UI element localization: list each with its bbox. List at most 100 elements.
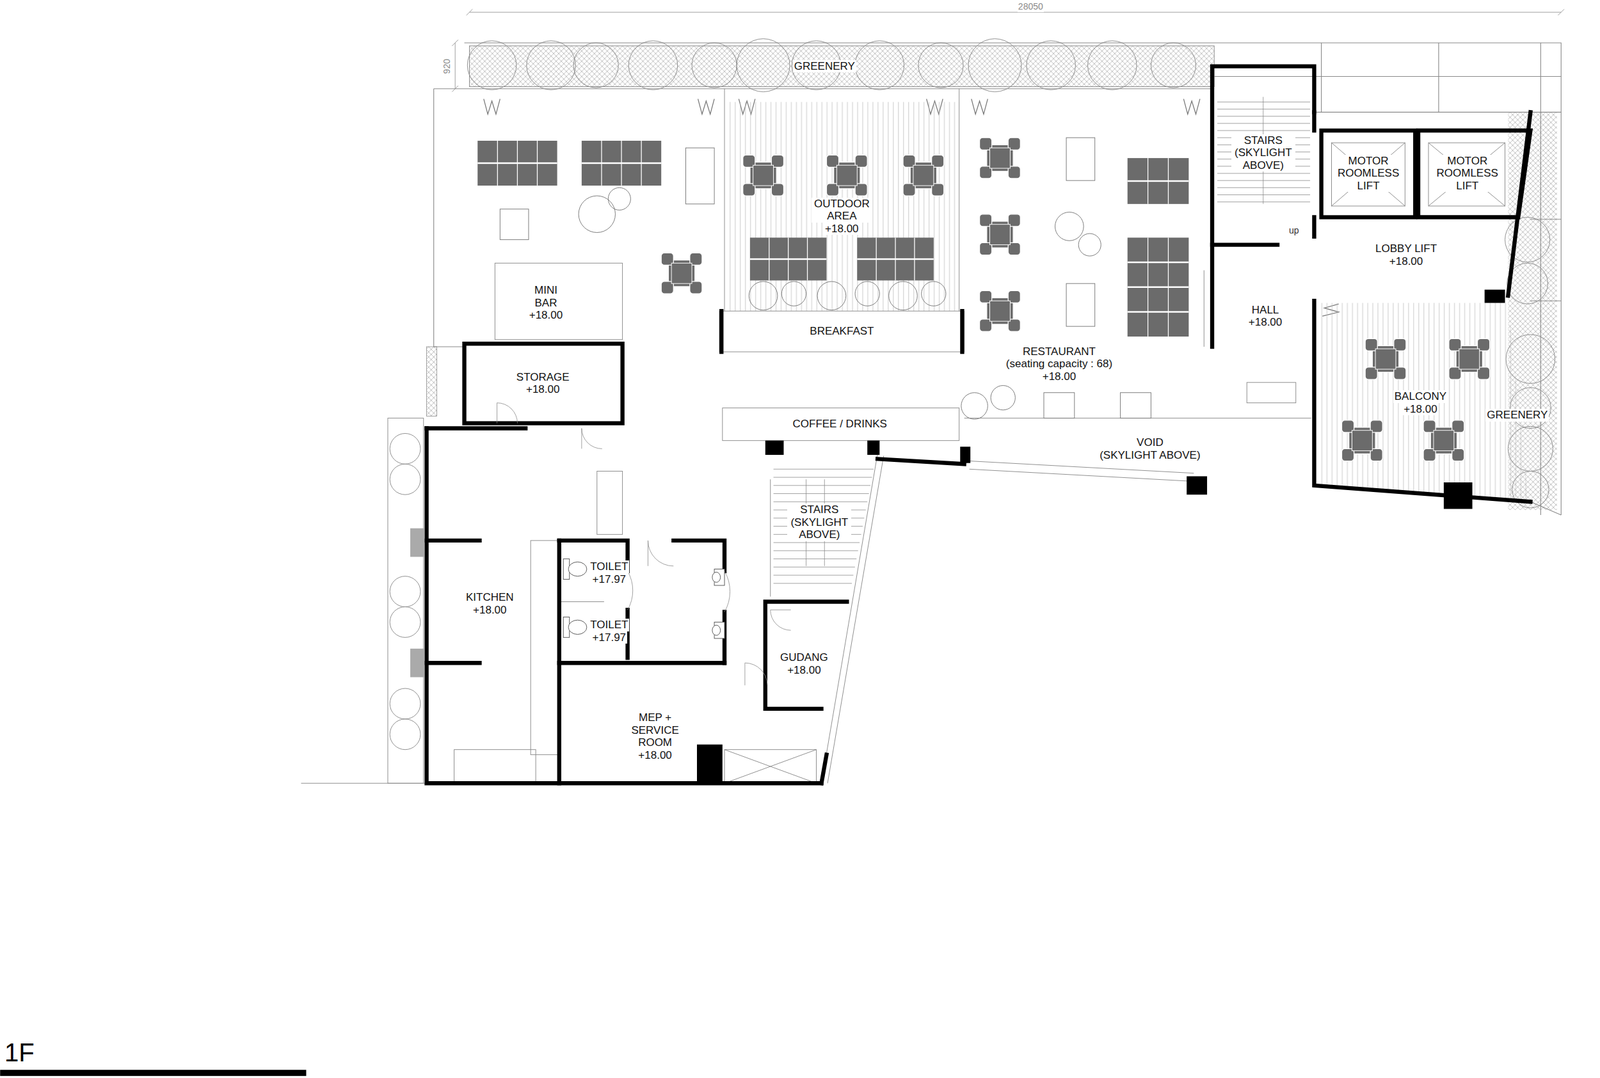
furniture: [743, 154, 784, 196]
room-label: GUDANG+18.00: [778, 651, 830, 677]
furniture: [1127, 237, 1190, 337]
stair-treads: [773, 493, 870, 495]
furniture: [990, 385, 1016, 411]
lift-shafts: [1331, 142, 1406, 207]
thick-walls: [559, 540, 628, 658]
dimension-line: [455, 42, 456, 89]
stair-treads: [1217, 180, 1311, 182]
floor-label: 1F: [3, 1038, 36, 1067]
dimension-line: [451, 39, 459, 92]
tree-symbols: [389, 719, 421, 751]
door-swings: [497, 403, 792, 687]
thick-walls: [1313, 300, 1531, 502]
tree-symbols: [1026, 40, 1076, 91]
furniture: [477, 137, 1490, 461]
sanitary-fixtures: [568, 561, 587, 576]
room-name: RESTAURANT: [1021, 345, 1097, 359]
tree-symbols: [526, 40, 576, 91]
furniture: [990, 147, 1011, 169]
furniture: [979, 214, 1021, 256]
furniture: [581, 140, 662, 186]
room-label: VOID(SKYLIGHT ABOVE): [1098, 436, 1202, 462]
tree-symbols: [389, 464, 421, 495]
door-swings: [647, 540, 674, 567]
room-name: +18.00: [1247, 316, 1284, 329]
furniture: [1127, 286, 1190, 288]
room-name: BREAKFAST: [808, 325, 875, 338]
site-outline: [433, 42, 1562, 516]
room-label: KITCHEN+18.00: [464, 591, 516, 617]
furniture: [888, 281, 918, 311]
room-name: +18.00: [1041, 370, 1078, 384]
room-name: STORAGE: [515, 371, 571, 384]
room-name: (seating capacity : 68): [1004, 357, 1114, 371]
stair-treads: [773, 558, 857, 560]
tree-symbols: [389, 688, 421, 720]
site-outline: [1530, 501, 1561, 516]
thin-partitions: [719, 311, 965, 352]
room-name: KITCHEN: [464, 591, 516, 605]
furniture: [1078, 233, 1101, 256]
furniture: [1066, 137, 1096, 181]
stair-treads: [1217, 101, 1311, 103]
room-name: MINI BAR: [523, 284, 569, 310]
furniture: [1055, 212, 1085, 242]
furniture: [856, 258, 934, 261]
door-swings: [497, 403, 518, 424]
thick-walls: [559, 661, 725, 665]
floor-label-bar: [0, 1070, 306, 1077]
plant-symbols: [483, 99, 501, 115]
thick-walls: [426, 428, 822, 784]
thick-walls: [1212, 66, 1314, 347]
tree-symbols: [628, 40, 678, 91]
stair-treads: [773, 501, 868, 503]
door-swings: [724, 571, 731, 613]
site-outline: [433, 88, 465, 347]
room-name: MOTOR ROOMLESS LIFT: [1335, 154, 1403, 193]
columns: [960, 446, 971, 464]
furniture: [986, 221, 1014, 248]
furniture: [781, 281, 806, 306]
thin-partitions: [454, 750, 537, 784]
site-outline: [464, 42, 1562, 516]
room-name: OUTDOOR AREA: [811, 197, 873, 223]
room-label: TOILET+17.97: [588, 560, 630, 586]
furniture: [1433, 430, 1455, 452]
stair-note: up: [1288, 225, 1300, 236]
room-label: STORAGE+18.00: [515, 371, 571, 397]
thick-walls: [426, 66, 1531, 784]
stair-treads: [1217, 194, 1311, 196]
greenery-planter: [469, 46, 1558, 511]
furniture: [910, 161, 937, 189]
room-name: GREENERY: [792, 60, 857, 73]
thin-partitions: [597, 471, 623, 535]
furniture: [986, 144, 1014, 171]
room-name: TOILET: [588, 560, 630, 574]
room-name: +18.00: [1388, 255, 1424, 269]
stair-treads: [773, 542, 861, 544]
thick-walls: [673, 540, 725, 664]
room-label: COFFEE / DRINKS: [791, 417, 889, 431]
furniture: [581, 162, 662, 165]
furniture: [817, 281, 847, 311]
furniture: [833, 161, 861, 189]
room-label: STAIRS (SKYLIGHT ABOVE): [1231, 134, 1296, 173]
thin-partitions: [969, 461, 1195, 482]
room-name: TOILET: [588, 618, 630, 632]
stair-treads: [1217, 130, 1311, 132]
stair-treads: [1217, 122, 1311, 124]
furniture: [1456, 345, 1483, 372]
thin-partitions: [724, 88, 960, 312]
room-label: GREENERY: [792, 60, 857, 73]
plant-symbols: [1183, 99, 1200, 115]
room-name: MOTOR ROOMLESS LIFT: [1433, 154, 1501, 193]
thick-walls: [765, 602, 848, 710]
deck-planks: [1318, 302, 1529, 500]
stair-treads: [1217, 201, 1311, 203]
furniture: [1375, 348, 1396, 370]
furniture: [990, 300, 1011, 322]
tree-symbols: [918, 42, 964, 88]
furniture: [921, 281, 946, 306]
furniture: [1430, 427, 1457, 454]
